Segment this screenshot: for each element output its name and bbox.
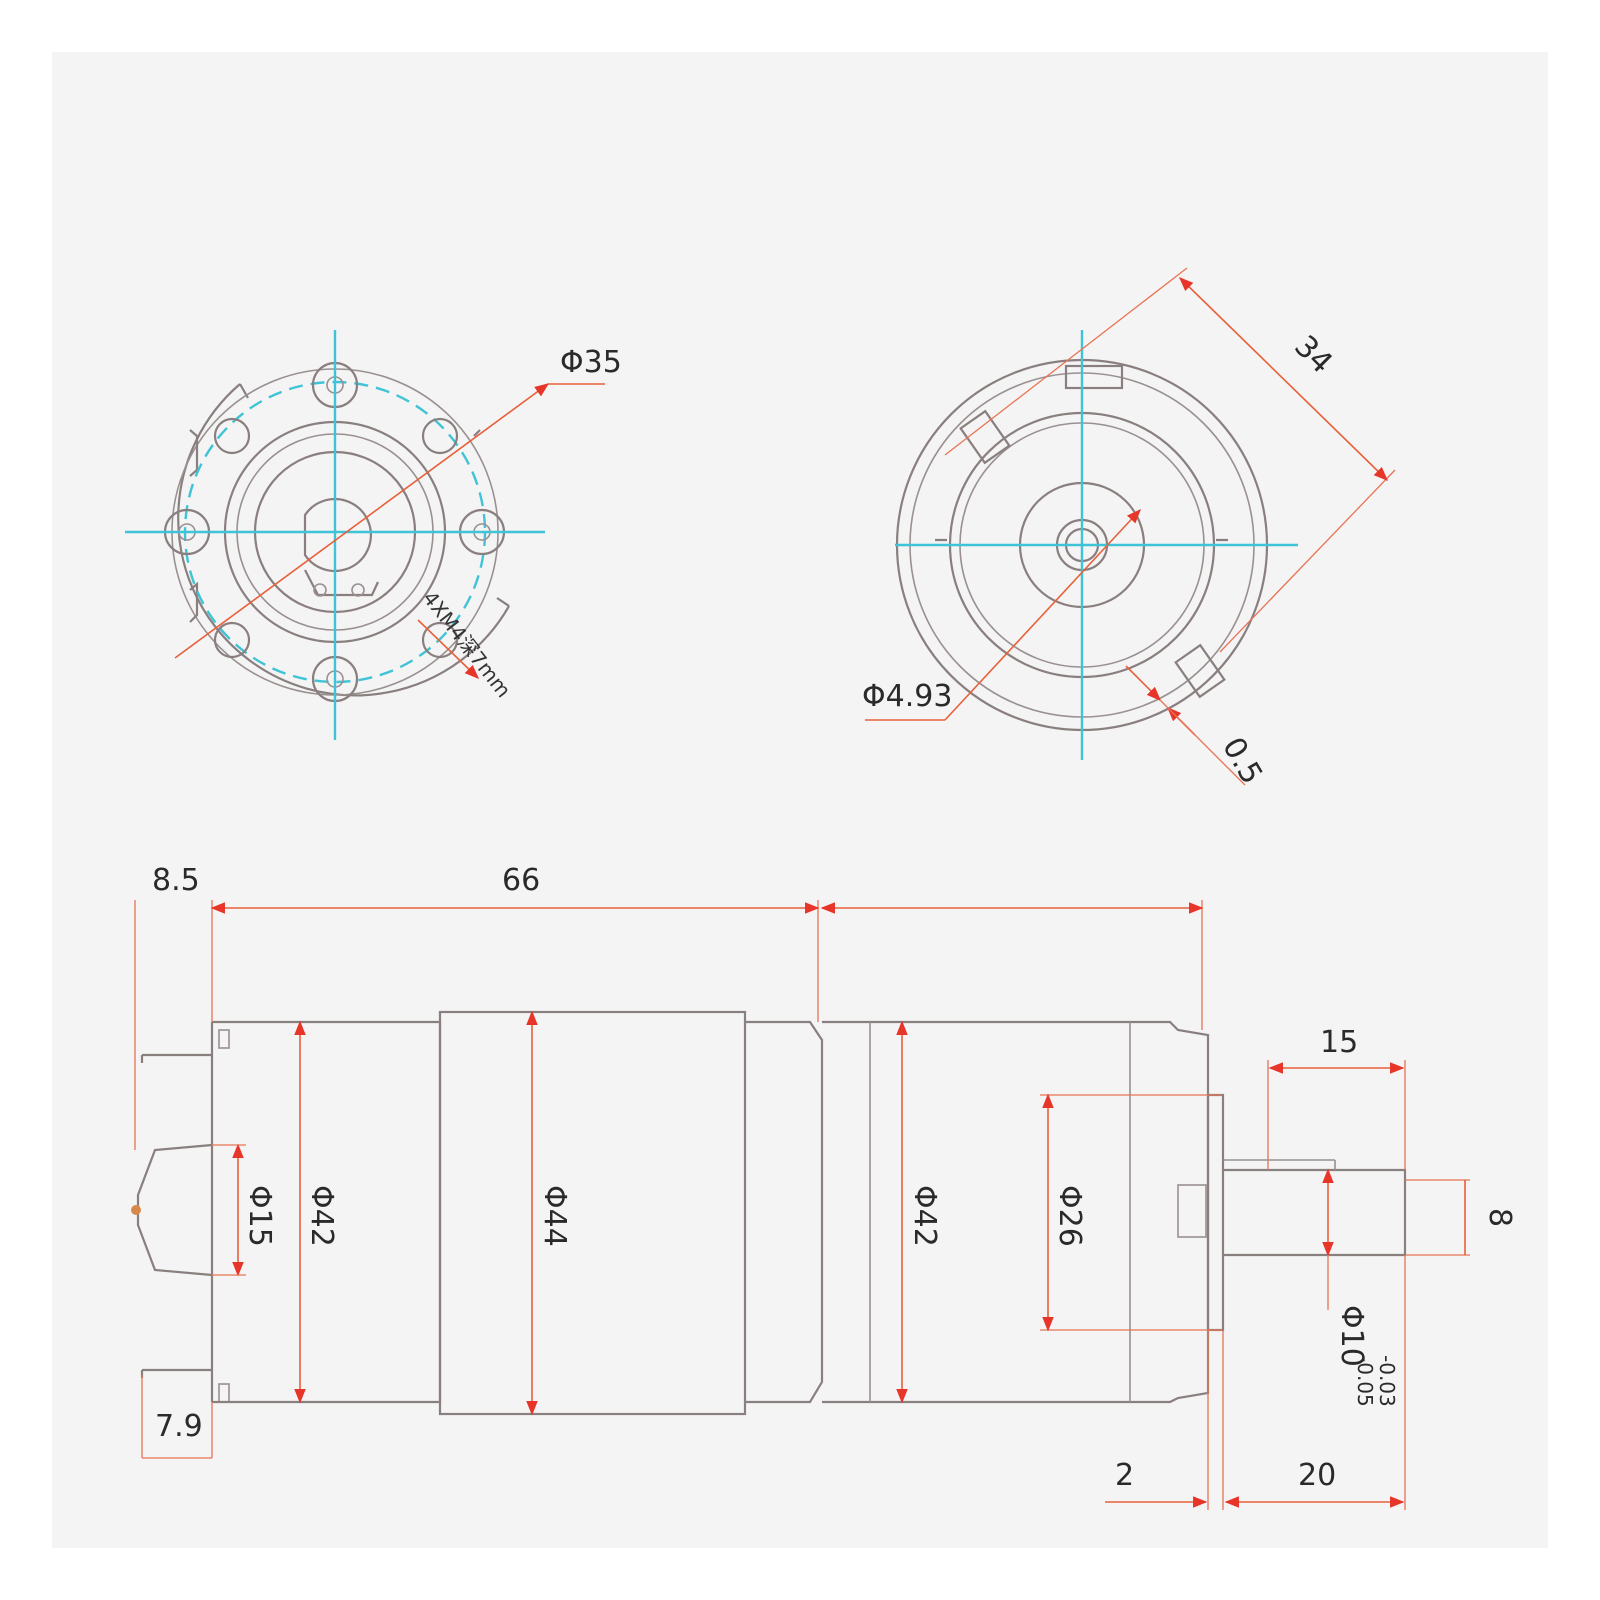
side-flange-diameter-label: Φ26 <box>1052 1185 1087 1247</box>
side-shaft-flat-length-label: 15 <box>1320 1025 1358 1060</box>
side-output-shaft-diameter-label: Φ10 <box>1334 1305 1369 1367</box>
side-bearing-boss-label: Φ15 <box>242 1185 277 1247</box>
side-motor-diameter-2-label: Φ44 <box>537 1185 572 1247</box>
side-motor-diameter-1-label: Φ42 <box>304 1185 339 1247</box>
side-tolerance-lower-label: -0.05 <box>1353 1355 1377 1407</box>
side-flange-thickness-label: 2 <box>1115 1458 1134 1493</box>
side-gearbox-diameter-label: Φ42 <box>907 1185 942 1247</box>
side-view: 8.5 66 7.9 Φ15 Φ42 Φ44 Φ42 Φ26 2 20 <box>131 863 1517 1510</box>
side-shaft-length-label: 20 <box>1298 1458 1336 1493</box>
front-bolt-circle-label: Φ35 <box>560 345 622 380</box>
side-shaft-flat-height-label: 8 <box>1482 1208 1517 1227</box>
rear-shaft-diameter-label: Φ4.93 <box>862 679 952 714</box>
side-terminal-offset-label: 8.5 <box>152 863 200 898</box>
drawing-panel <box>52 52 1548 1548</box>
side-terminal-height-label: 7.9 <box>155 1409 203 1444</box>
side-gearbox-length-label: 66 <box>502 863 540 898</box>
side-tolerance-upper-label: -0.03 <box>1375 1355 1399 1407</box>
